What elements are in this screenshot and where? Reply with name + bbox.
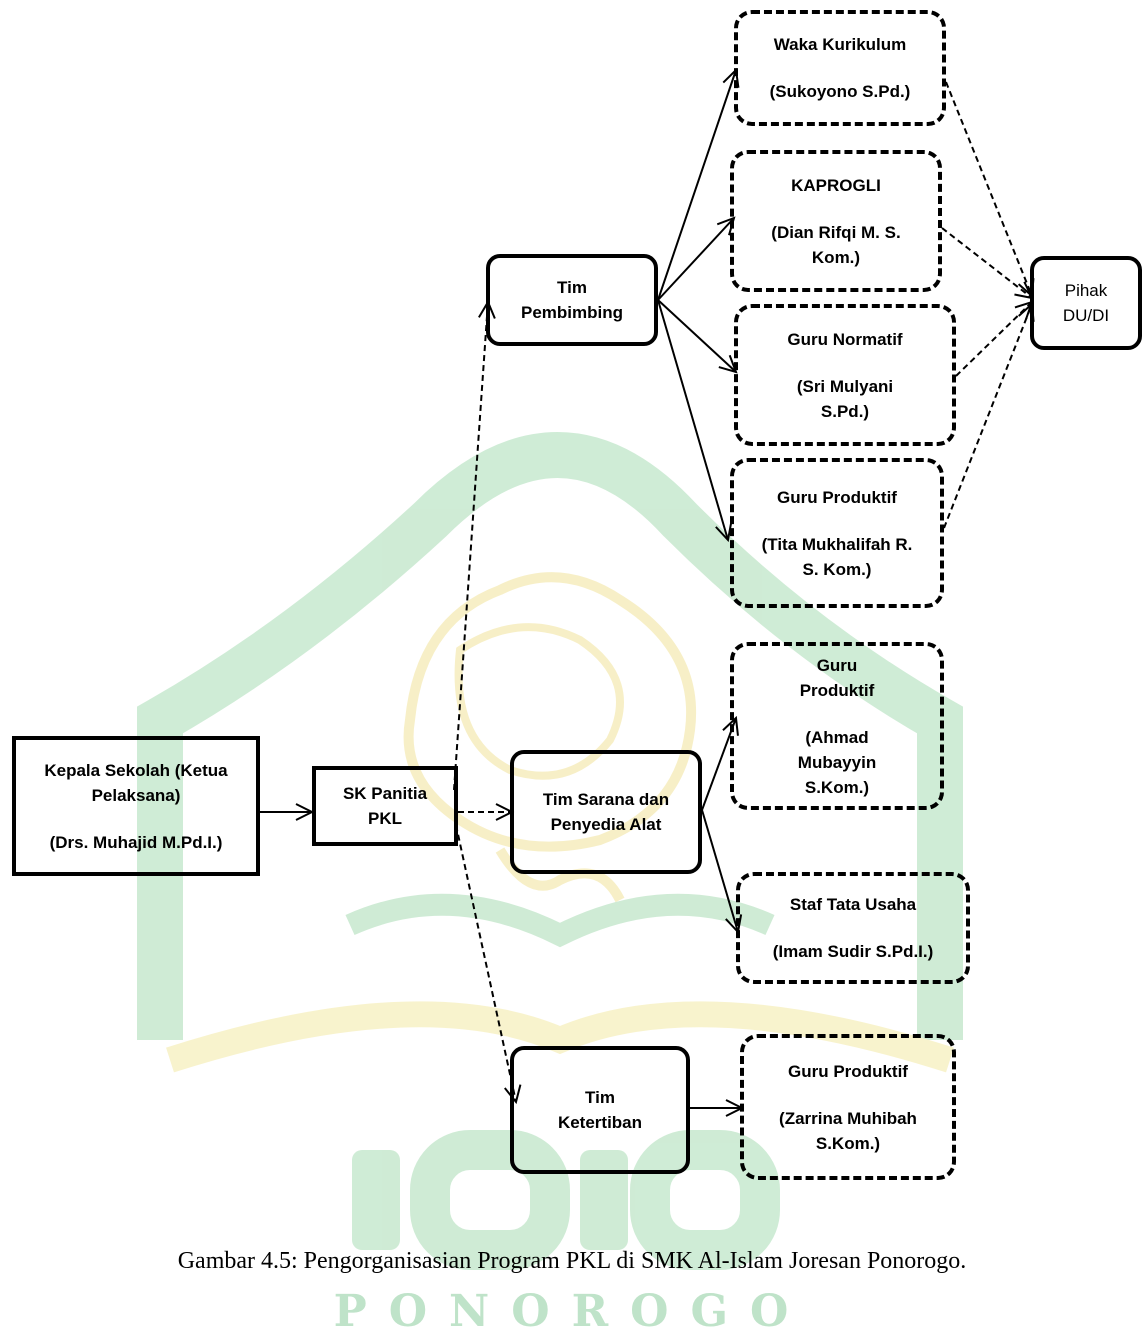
node-pembimbing-title: Tim Pembimbing: [520, 278, 623, 322]
node-sk-panitia: SK Panitia PKL: [312, 766, 458, 846]
edge-pembimbing-normatif: [657, 299, 738, 374]
node-ketertiban-title: Tim Ketertiban: [557, 1088, 643, 1132]
node-zarrina-name: (Zarrina Muhibah S.Kom.): [779, 1108, 917, 1153]
node-tita-name: (Tita Mukhalifah R. S. Kom.): [761, 534, 913, 579]
edge-tita-pihak: [943, 301, 1035, 529]
node-tita-title: Guru Produktif: [777, 487, 897, 507]
edge-pembimbing-waka: [657, 67, 740, 301]
node-guru-normatif: Guru Normatif (Sri Mulyani S.Pd.): [734, 304, 956, 446]
node-kepala-name: (Drs. Muhajid M.Pd.I.): [49, 832, 223, 852]
node-waka-title: Waka Kurikulum: [773, 35, 907, 54]
node-pihak-title: Pihak DU/DI: [1062, 281, 1110, 325]
edge-kaprogli-pihak: [941, 227, 1034, 300]
node-kepala-title: Kepala Sekolah (Ketua Pelaksana): [44, 760, 228, 805]
node-kaprogli: KAPROGLI (Dian Rifqi M. S. Kom.): [730, 150, 942, 292]
node-tatausaha-title: Staf Tata Usaha: [789, 895, 917, 914]
edge-sarana-tatausaha: [701, 809, 743, 935]
figure-caption: Gambar 4.5: Pengorganisasian Program PKL…: [177, 1248, 967, 1274]
node-waka-name: (Sukoyono S.Pd.): [769, 82, 911, 101]
node-kaprogli-title: KAPROGLI: [791, 175, 881, 195]
node-kepala-sekolah: Kepala Sekolah (Ketua Pelaksana) (Drs. M…: [12, 736, 260, 876]
node-sarana-title: Tim Sarana dan Penyedia Alat: [542, 790, 670, 834]
node-pihak-dudi: Pihak DU/DI: [1030, 256, 1142, 350]
edge-sk-pembimbing: [453, 299, 496, 791]
edge-normatif-pihak: [955, 300, 1034, 377]
node-normatif-title: Guru Normatif: [787, 329, 903, 349]
edge-pembimbing-kaprogli: [657, 216, 736, 301]
edge-pembimbing-tita: [657, 299, 733, 543]
node-normatif-name: (Sri Mulyani S.Pd.): [796, 376, 894, 421]
node-guru-produktif-ahmad: Guru Produktif (Ahmad Mubayyin S.Kom.): [730, 642, 944, 810]
node-tim-pembimbing: Tim Pembimbing: [486, 254, 658, 346]
edge-waka-pihak: [945, 81, 1035, 299]
node-tim-ketertiban: Tim Ketertiban: [510, 1046, 690, 1174]
node-kaprogli-name: (Dian Rifqi M. S. Kom.): [771, 222, 901, 267]
edge-sk-ketertiban: [455, 824, 522, 1105]
node-guru-produktif-zarrina: Guru Produktif (Zarrina Muhibah S.Kom.): [740, 1034, 956, 1180]
node-zarrina-title: Guru Produktif: [788, 1061, 908, 1081]
node-tim-sarana: Tim Sarana dan Penyedia Alat: [510, 750, 702, 874]
node-guru-produktif-tita: Guru Produktif (Tita Mukhalifah R. S. Ko…: [730, 458, 944, 608]
node-ahmad-name: (Ahmad Mubayyin S.Kom.): [797, 727, 877, 797]
node-ahmad-title: Guru Produktif: [799, 655, 875, 700]
node-staf-tata-usaha: Staf Tata Usaha (Imam Sudir S.Pd.I.): [736, 872, 970, 984]
node-tatausaha-name: (Imam Sudir S.Pd.I.): [772, 942, 934, 961]
node-sk-title: SK Panitia PKL: [342, 784, 428, 828]
node-waka-kurikulum: Waka Kurikulum (Sukoyono S.Pd.): [734, 10, 946, 126]
